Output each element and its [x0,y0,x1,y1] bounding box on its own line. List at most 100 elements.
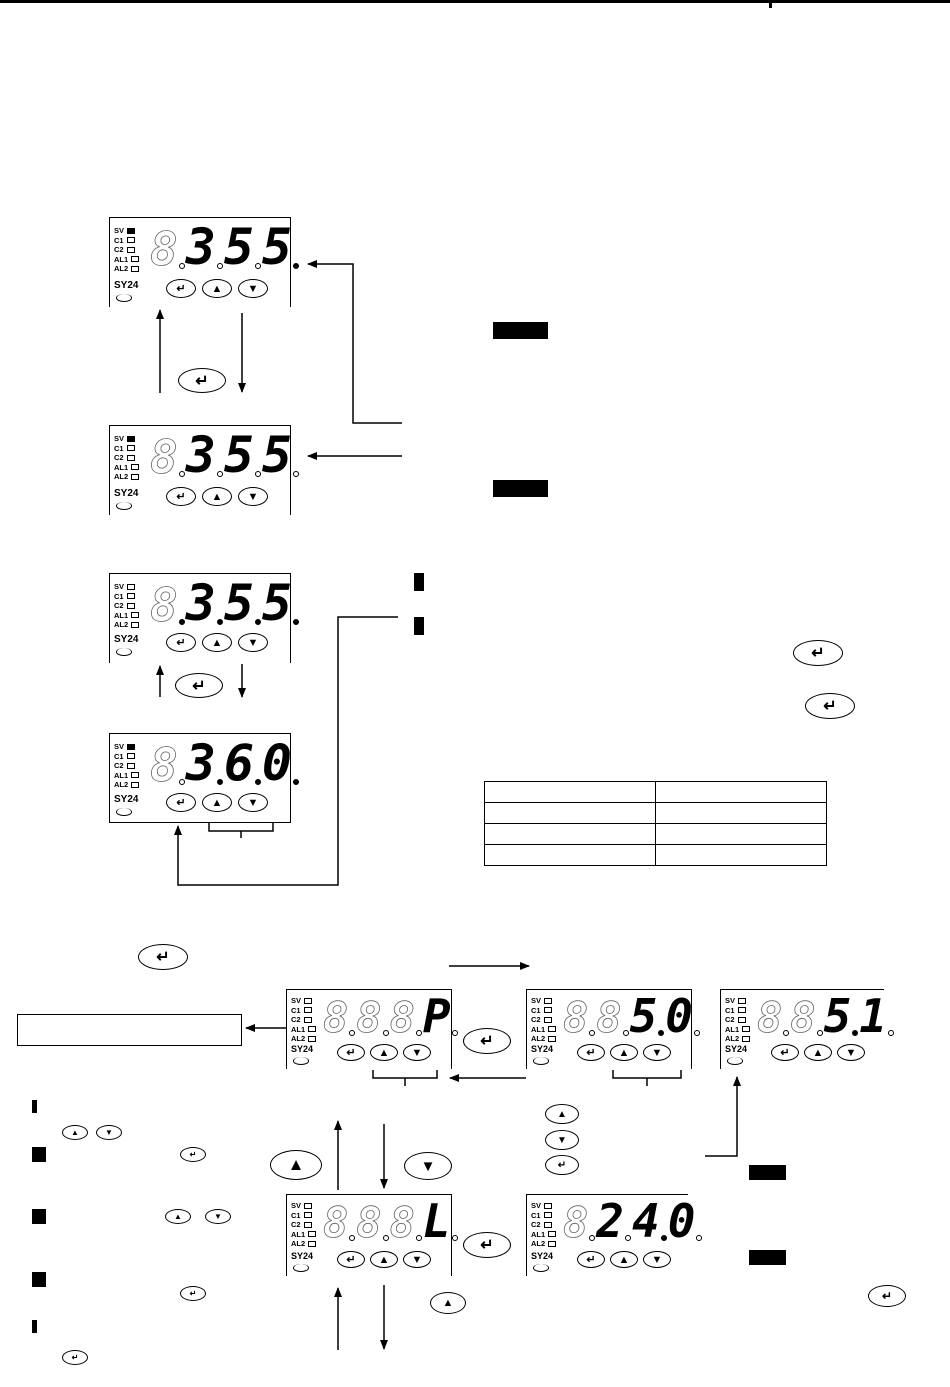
key-row: ↵ ▲ ▼ [577,1044,671,1061]
indicator-labels: SV C1 C2 AL1 AL2 [114,434,140,482]
black-marker [32,1100,37,1113]
enter-key-icon[interactable]: ↵ [771,1044,799,1061]
key-row: ↵ ▲ ▼ [166,279,268,298]
down-key-icon[interactable]: ▼ [643,1251,671,1268]
indicator-labels: SV C1 C2 AL1 AL2 [114,582,140,630]
model-label: SY24 [531,1251,554,1261]
enter-key-icon[interactable]: ↵ [180,1147,206,1162]
enter-key-icon[interactable]: ↵ [166,633,196,652]
up-key-icon[interactable]: ▲ [202,279,232,298]
enter-key-icon[interactable]: ↵ [175,673,223,698]
up-key-icon[interactable]: ▲ [270,1150,322,1180]
logo-icon [116,648,132,656]
up-key-icon[interactable]: ▲ [370,1044,398,1061]
indicator-labels: SV C1 C2 AL1 AL2 [291,1201,317,1249]
up-key-icon[interactable]: ▲ [202,793,232,812]
digit-readout: 8 8 8 P [323,993,459,1039]
enter-key-icon[interactable]: ↵ [577,1251,605,1268]
indicator-labels: SV C1 C2 AL1 AL2 [291,996,317,1044]
down-key-icon[interactable]: ▼ [96,1125,122,1140]
down-key-icon[interactable]: ▼ [238,633,268,652]
controller-display-6: SV C1 C2 AL1 AL2 8 8 5 0 SY24 ↵ ▲ ▼ [526,989,700,1069]
logo-icon [116,808,132,816]
indicator-labels: SV C1 C2 AL1 AL2 [531,1201,557,1249]
digit-readout: 8 8 8 L [323,1198,459,1244]
digit-readout: 8 3 5 5 [150,430,300,480]
indicator-labels: SV C1 C2 AL1 AL2 [725,996,751,1044]
black-marker [32,1209,46,1224]
enter-key-icon[interactable]: ↵ [178,368,226,393]
enter-key-icon[interactable]: ↵ [577,1044,605,1061]
black-marker [414,573,424,591]
black-label-block [493,480,548,497]
up-key-icon[interactable]: ▲ [202,633,232,652]
enter-key-icon[interactable]: ↵ [337,1251,365,1268]
down-key-icon[interactable]: ▼ [643,1044,671,1061]
up-key-icon[interactable]: ▲ [610,1044,638,1061]
down-key-icon[interactable]: ▼ [545,1130,579,1150]
controller-display-1: SV C1 C2 AL1 AL2 8 3 5 5 SY24 ↵ ▲ ▼ [109,217,300,307]
digit-readout: 8 8 5 1 [757,993,895,1039]
enter-key-icon[interactable]: ↵ [166,793,196,812]
digit-readout: 8 3 5 5 [150,222,300,272]
enter-key-icon[interactable]: ↵ [62,1350,88,1365]
up-key-icon[interactable]: ▲ [545,1104,579,1124]
enter-key-icon[interactable]: ↵ [805,693,855,719]
key-row: ↵ ▲ ▼ [771,1044,865,1061]
down-key-icon[interactable]: ▼ [238,793,268,812]
model-label: SY24 [725,1044,748,1054]
down-key-icon[interactable]: ▼ [205,1209,231,1224]
key-row: ↵ ▲ ▼ [166,793,268,812]
black-marker [32,1272,46,1287]
enter-key-icon[interactable]: ↵ [166,279,196,298]
down-key-icon[interactable]: ▼ [238,279,268,298]
enter-key-icon[interactable]: ↵ [463,1232,511,1258]
enter-key-icon[interactable]: ↵ [180,1286,206,1301]
enter-key-icon[interactable]: ↵ [138,944,188,970]
enter-key-icon[interactable]: ↵ [793,640,843,666]
down-key-icon[interactable]: ▼ [403,1251,431,1268]
enter-key-icon[interactable]: ↵ [463,1028,511,1054]
down-key-icon[interactable]: ▼ [404,1152,452,1180]
key-row: ↵ ▲ ▼ [166,487,268,506]
controller-display-2: SV C1 C2 AL1 AL2 8 3 5 5 SY24 ↵ ▲ ▼ [109,425,300,515]
key-row: ↵ ▲ ▼ [337,1251,431,1268]
logo-icon [116,294,132,302]
up-key-icon[interactable]: ▲ [202,487,232,506]
black-label-block [749,1250,786,1265]
down-key-icon[interactable]: ▼ [403,1044,431,1061]
digit-readout: 8 3 5 5 [150,578,300,628]
down-key-icon[interactable]: ▼ [238,487,268,506]
up-key-icon[interactable]: ▲ [610,1251,638,1268]
top-rule-notch [769,0,772,8]
enter-key-icon[interactable]: ↵ [868,1285,906,1307]
model-label: SY24 [291,1251,314,1261]
down-key-icon[interactable]: ▼ [837,1044,865,1061]
up-key-icon[interactable]: ▲ [165,1209,191,1224]
digit-readout: 8 2 4 0 [563,1198,703,1244]
up-key-icon[interactable]: ▲ [430,1292,466,1314]
up-key-icon[interactable]: ▲ [370,1251,398,1268]
logo-icon [293,1057,309,1065]
logo-icon [293,1264,309,1272]
up-key-icon[interactable]: ▲ [62,1125,88,1140]
black-marker [414,617,424,635]
key-row: ↵ ▲ ▼ [166,633,268,652]
black-marker [32,1147,46,1162]
controller-display-8: SV C1 C2 AL1 AL2 8 8 8 L SY24 ↵ ▲ ▼ [286,1194,458,1276]
logo-icon [533,1264,549,1272]
black-label-block [493,322,548,339]
enter-key-icon[interactable]: ↵ [545,1155,579,1175]
digit-readout: 8 8 5 0 [563,993,701,1039]
indicator-labels: SV C1 C2 AL1 AL2 [114,742,140,790]
controller-display-9: SV C1 C2 AL1 AL2 8 2 4 0 SY24 ↵ ▲ ▼ [526,1194,703,1276]
top-rule [0,0,950,3]
up-key-icon[interactable]: ▲ [804,1044,832,1061]
model-label: SY24 [114,794,139,805]
enter-key-icon[interactable]: ↵ [337,1044,365,1061]
key-row: ↵ ▲ ▼ [337,1044,431,1061]
black-marker [32,1320,37,1333]
enter-key-icon[interactable]: ↵ [166,487,196,506]
empty-table [484,781,827,866]
model-label: SY24 [291,1044,314,1054]
